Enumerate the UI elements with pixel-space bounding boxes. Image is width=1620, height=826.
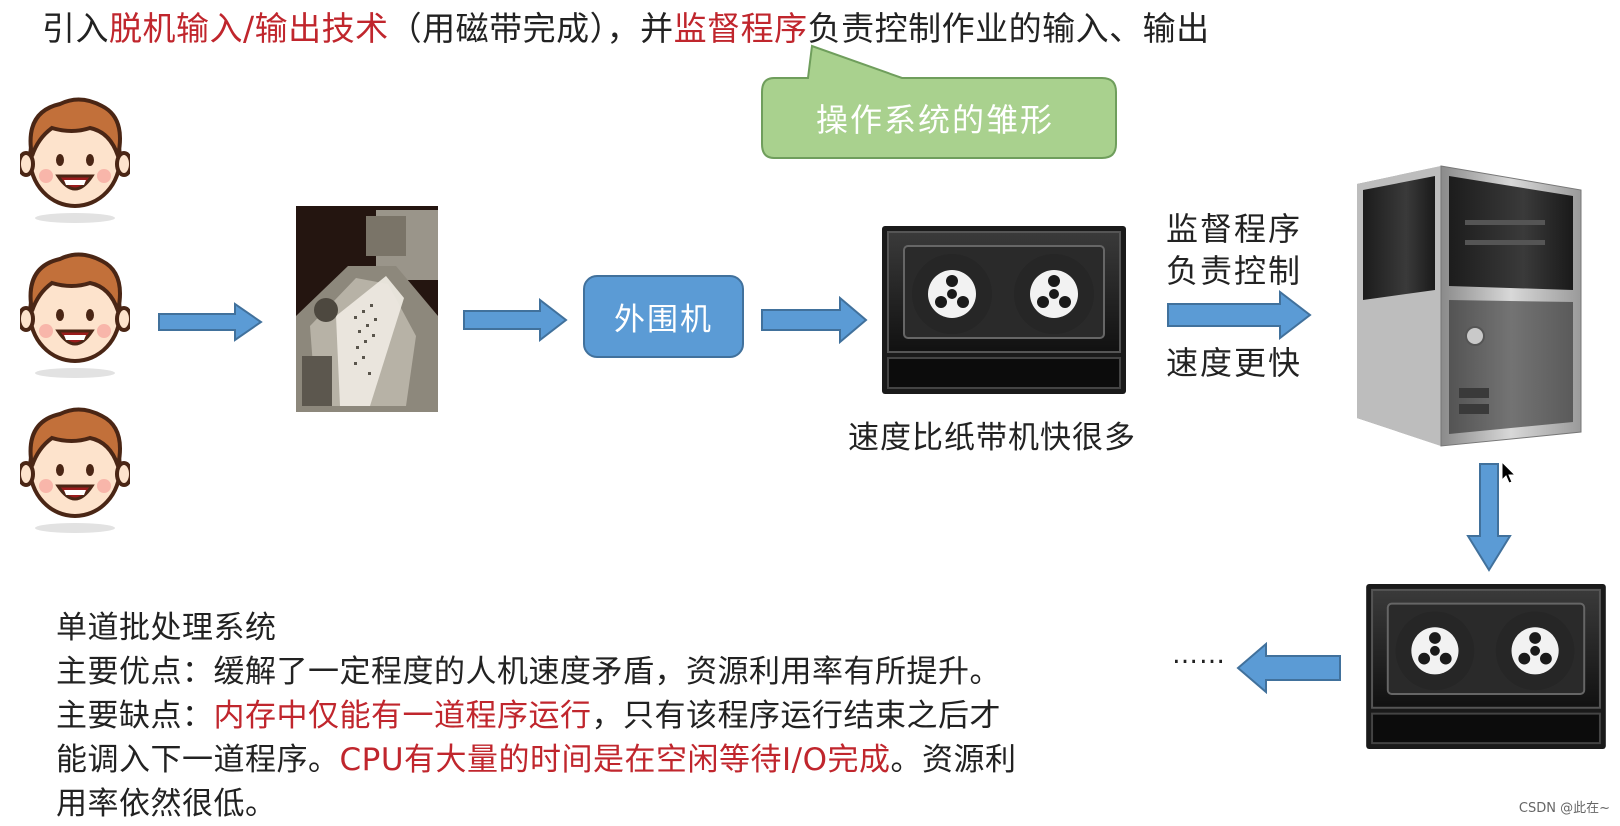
tape-speed-note: 速度比纸带机快很多 bbox=[848, 420, 1136, 456]
title-intro: 引入 bbox=[42, 9, 109, 48]
person-face-icon bbox=[20, 97, 130, 223]
person-face-icon bbox=[20, 407, 130, 533]
title-control: 负责控制作业的输入、输出 bbox=[807, 9, 1210, 48]
title-offline-io: 脱机输入/输出技术 bbox=[109, 9, 389, 48]
computer-tower-icon bbox=[1357, 165, 1582, 447]
peripheral-box: 外围机 bbox=[583, 275, 744, 358]
description-cons-line3: 用率依然很低。 bbox=[56, 786, 277, 822]
right-arrow-icon bbox=[463, 298, 568, 342]
card-reader-photo bbox=[296, 206, 438, 412]
down-arrow-icon bbox=[1466, 463, 1512, 572]
description-heading: 单道批处理系统 bbox=[56, 610, 277, 646]
monitor-label-line1: 监督程序 bbox=[1166, 210, 1303, 248]
title-tape: （用磁带完成），并 bbox=[388, 9, 674, 48]
cons-highlight-memory: 内存中仅能有一道程序运行 bbox=[213, 698, 592, 734]
monitor-label-line2: 负责控制 bbox=[1166, 252, 1303, 290]
person-face-icon bbox=[20, 252, 130, 378]
description-cons-line2: 能调入下一道程序。CPU有大量的时间是在空闲等待I/O完成。资源利 bbox=[56, 738, 1156, 782]
watermark: CSDN @此在~ bbox=[1518, 801, 1610, 816]
description-cons-line1: 主要缺点：内存中仅能有一道程序运行，只有该程序运行结束之后才 bbox=[56, 694, 1156, 738]
right-arrow-icon bbox=[1167, 290, 1312, 340]
title-monitor: 监督程序 bbox=[673, 9, 808, 48]
callout-bubble bbox=[761, 44, 1117, 159]
tape-drive-icon bbox=[882, 226, 1126, 394]
cons-mid: ，只有该程序运行结束之后才 bbox=[591, 698, 1001, 734]
cons-line2-prefix: 能调入下一道程序。 bbox=[56, 742, 340, 778]
tape-drive-icon bbox=[1366, 584, 1606, 749]
description-pros: 主要优点：缓解了一定程度的人机速度矛盾，资源利用率有所提升。 bbox=[56, 654, 1001, 690]
left-arrow-icon bbox=[1236, 642, 1341, 694]
cons-line2-suffix: 。资源利 bbox=[890, 742, 1017, 778]
monitor-label: 监督程序 负责控制 bbox=[1166, 208, 1302, 292]
right-arrow-icon bbox=[761, 296, 868, 344]
right-arrow-icon bbox=[158, 302, 263, 342]
speed-label: 速度更快 bbox=[1166, 344, 1303, 382]
cons-highlight-cpu: CPU有大量的时间是在空闲等待I/O完成 bbox=[339, 742, 891, 778]
cons-prefix: 主要缺点： bbox=[56, 698, 214, 734]
callout-text: 操作系统的雏形 bbox=[815, 101, 1054, 139]
description-block: 单道批处理系统 主要优点：缓解了一定程度的人机速度矛盾，资源利用率有所提升。 主… bbox=[56, 606, 1156, 826]
mouse-cursor-icon bbox=[1501, 460, 1517, 484]
slide-title: 引入脱机输入/输出技术（用磁带完成），并监督程序负责控制作业的输入、输出 bbox=[42, 2, 1210, 50]
ellipsis: …… bbox=[1172, 640, 1226, 670]
